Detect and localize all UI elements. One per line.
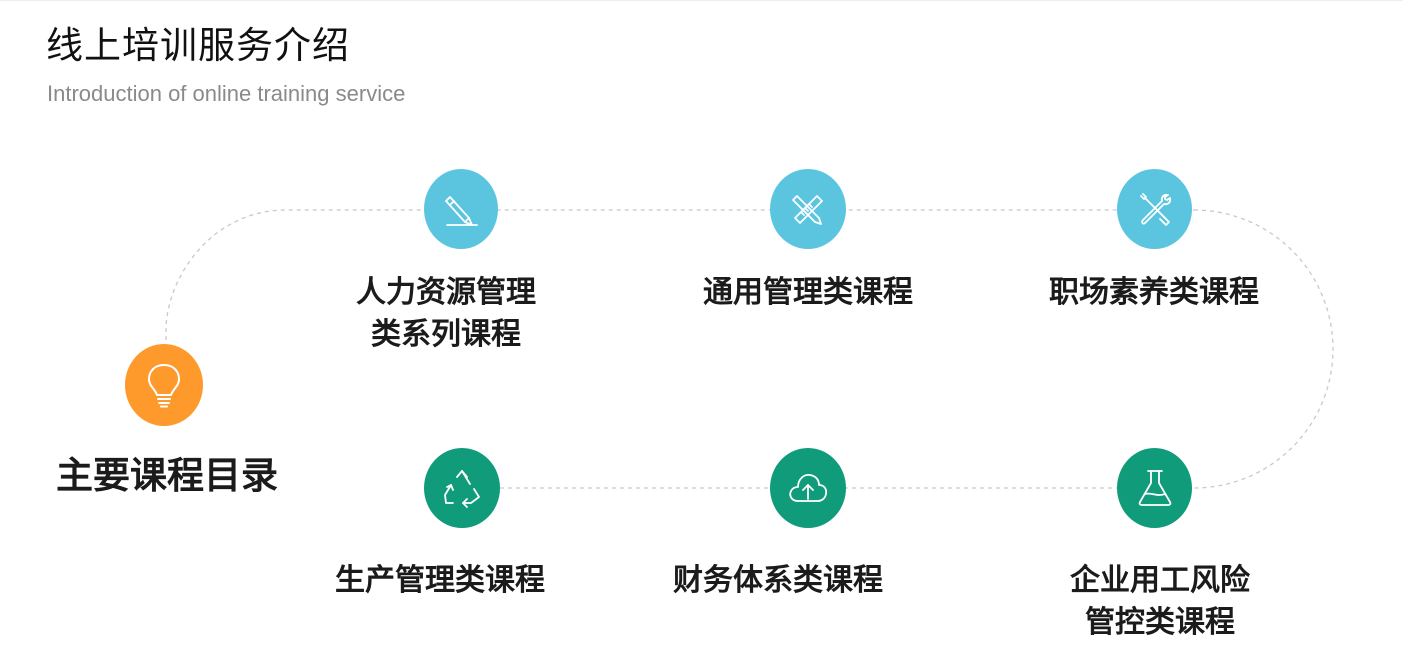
wrench-screwdriver-icon: [1139, 193, 1171, 226]
course-label-line: 类系列课程: [371, 317, 521, 352]
course-label-line: 职场素养类课程: [1049, 275, 1259, 310]
course-label-line: 管控类课程: [1085, 605, 1235, 640]
recycle-icon: [444, 470, 480, 508]
course-label-workplace: 职场素养类课程: [1034, 272, 1274, 314]
course-label-finance: 财务体系类课程: [658, 560, 898, 602]
cloud-upload-icon: [789, 474, 828, 502]
connector-main-to-top: [165, 209, 1194, 340]
course-node-general-mgmt: [770, 169, 846, 249]
connector-top-right-arc: [1193, 209, 1334, 489]
top-divider: [0, 0, 1403, 1]
course-node-production: [424, 448, 500, 528]
course-label-general-mgmt: 通用管理类课程: [688, 272, 928, 314]
course-label-line: 生产管理类课程: [335, 563, 545, 598]
pencil-icon: [445, 196, 478, 226]
course-label-hr: 人力资源管理 类系列课程: [336, 272, 556, 356]
course-label-line: 财务体系类课程: [673, 563, 883, 598]
course-node-finance: [770, 448, 846, 528]
page-title: 线上培训服务介绍: [46, 24, 350, 67]
course-label-production: 生产管理类课程: [320, 560, 560, 602]
page-subtitle: Introduction of online training service: [47, 81, 406, 106]
main-node-label: 主要课程目录: [56, 454, 278, 497]
course-node-employment-risk: [1117, 448, 1192, 528]
course-label-line: 通用管理类课程: [703, 275, 913, 310]
flask-icon: [1138, 470, 1171, 506]
course-label-employment-risk: 企业用工风险 管控类课程: [1050, 560, 1270, 644]
course-node-hr: [424, 169, 498, 249]
course-label-line: 企业用工风险: [1070, 563, 1250, 598]
lightbulb-icon: [148, 364, 180, 408]
course-node-workplace: [1117, 169, 1192, 249]
main-node: [125, 344, 203, 426]
course-label-line: 人力资源管理: [356, 275, 536, 310]
ruler-pencil-icon: [792, 195, 823, 225]
